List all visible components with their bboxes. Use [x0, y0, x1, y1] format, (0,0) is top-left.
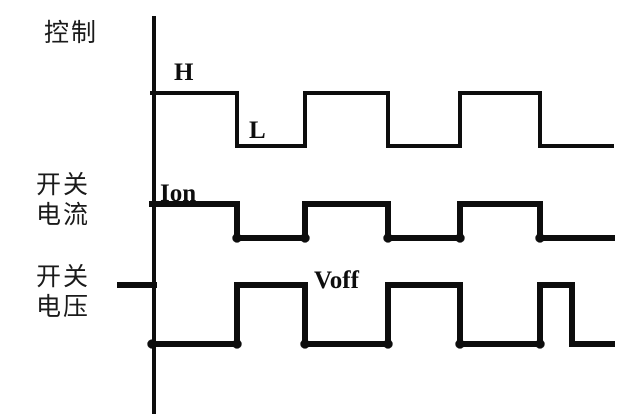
switch-voltage-waveform-node-dot — [455, 339, 465, 349]
switch-current-waveform-node-dot — [232, 233, 242, 243]
signal-label-voff: Voff — [314, 267, 359, 294]
switch-current-waveform-node-dot — [300, 233, 310, 243]
row-label-switch-voltage: 开关 电压 — [36, 263, 91, 321]
switch-voltage-waveform — [117, 282, 615, 349]
switch-current-waveform-node-dot — [535, 233, 545, 243]
waveform-traces — [117, 91, 615, 349]
switch-voltage-waveform-node-dot — [300, 339, 310, 349]
signal-label-low: L — [249, 117, 266, 144]
switch-voltage-waveform-node-dot — [147, 339, 157, 349]
switch-current-waveform-path — [149, 201, 615, 241]
switch-current-waveform-node-dot — [383, 233, 393, 243]
switch-voltage-waveform-path — [149, 282, 615, 347]
switch-voltage-waveform-node-dot — [232, 339, 242, 349]
switch-current-waveform — [149, 201, 615, 243]
switch-voltage-waveform-node-dot — [535, 339, 545, 349]
control-waveform-path — [150, 91, 614, 148]
row-label-switch-current: 开关 电流 — [36, 171, 91, 229]
signal-label-high: H — [174, 59, 194, 86]
row-label-control: 控制 — [44, 19, 99, 47]
control-waveform — [150, 91, 614, 148]
switch-current-waveform-node-dot — [455, 233, 465, 243]
switch-voltage-waveform-node-dot — [383, 339, 393, 349]
